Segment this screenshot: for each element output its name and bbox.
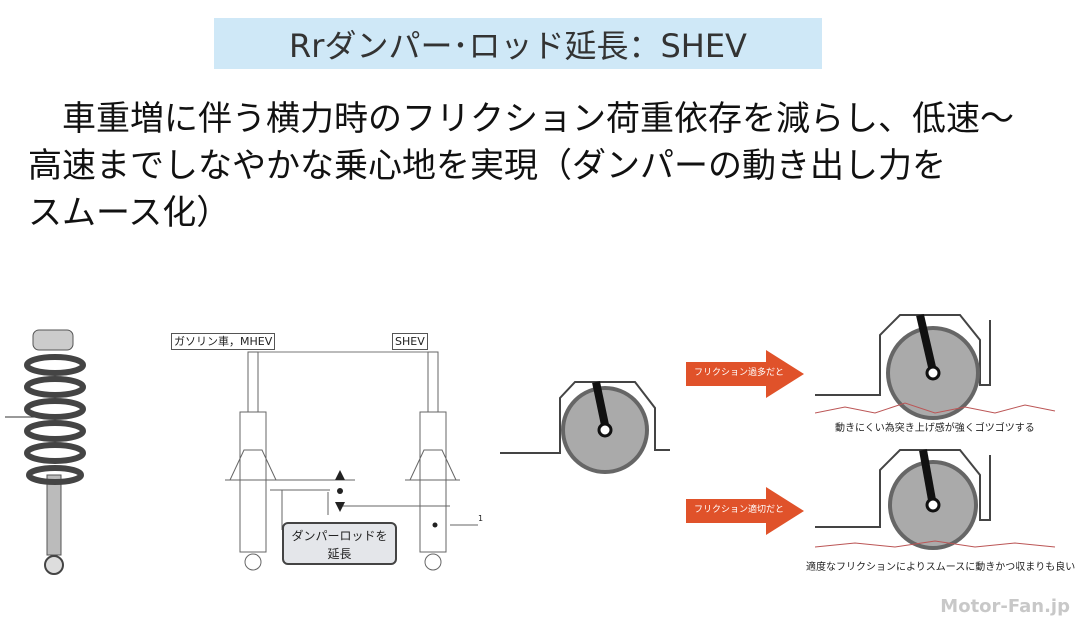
label-gasoline-mhev: ガソリン車，MHEV [171, 333, 276, 350]
wheel-diagram-proper-friction [815, 449, 1056, 550]
callout-extend-damper-rod: ダンパーロッドを 延長 [282, 522, 397, 565]
body-line: スムース化） [28, 193, 231, 233]
body-line: 高速までしなやかな乗心地を実現（ダンパーの動き出し力を [28, 146, 946, 186]
arrow-shape-icon [686, 487, 804, 535]
wheel-diagram-high-friction [815, 314, 1056, 420]
slide-body-text: 車重増に伴う横力時のフリクション荷重依存を減らし、低速～ 高速までしなやかな乗心… [28, 96, 1068, 237]
arrow-shape-icon [686, 350, 804, 398]
callout-line: ダンパーロッドを [291, 529, 388, 543]
label-shev: SHEV [392, 333, 428, 350]
arrow-high-friction: フリクション過多だと [686, 350, 804, 398]
arrow-label: フリクション適切だと [694, 505, 785, 515]
body-line: 車重増に伴う横力時のフリクション荷重依存を減らし、低速～ [28, 99, 1014, 139]
watermark-logo: Motor-Fan.jp [940, 596, 1070, 617]
marker-number: 1 [478, 514, 484, 523]
coil-spring-strut-illustration [5, 329, 86, 575]
wheel-diagram-base [500, 381, 670, 474]
caption-high-friction: 動きにくい為突き上げ感が強くゴツゴツする [835, 423, 1035, 434]
slide-title: Rrダンパー･ロッド延長：SHEV [214, 18, 822, 69]
damper-comparison-drawing [225, 351, 478, 571]
caption-proper-friction: 適度なフリクションによりスムースに動きかつ収まりも良い [806, 562, 1076, 573]
callout-line: 延長 [327, 547, 352, 561]
arrow-label: フリクション過多だと [694, 368, 785, 378]
arrow-proper-friction: フリクション適切だと [686, 487, 804, 535]
